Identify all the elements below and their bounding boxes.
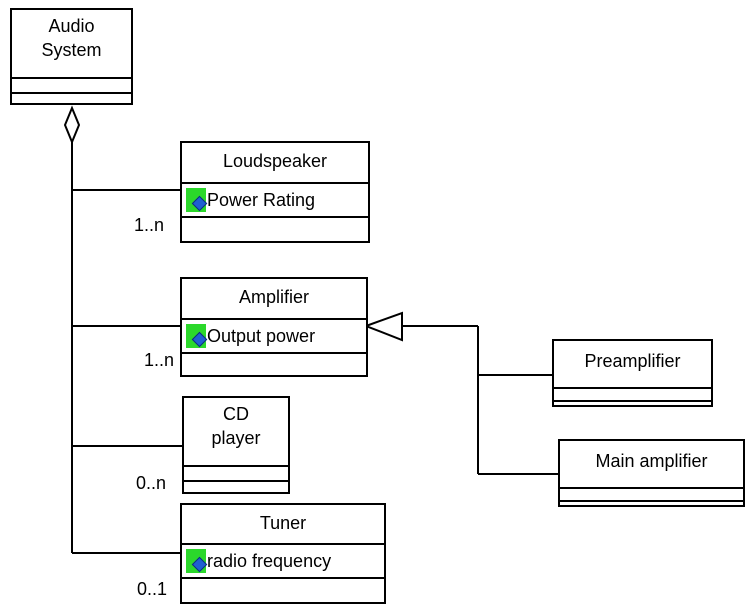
operations-compartment (182, 352, 366, 375)
class-tuner[interactable]: Tuner radio frequency (180, 503, 386, 604)
class-name: Amplifier (238, 287, 309, 307)
attributes-compartment (12, 77, 131, 92)
attribute-icon (186, 549, 206, 573)
attribute-icon (186, 188, 206, 212)
class-name: Loudspeaker (222, 151, 328, 171)
class-name: Main amplifier (595, 451, 708, 471)
multiplicity-tuner: 0..1 (137, 579, 168, 599)
attributes-compartment (184, 465, 288, 480)
attribute-label: radio frequency (207, 551, 332, 571)
operations-compartment (182, 216, 368, 241)
multiplicity-amplifier: 1..n (144, 350, 175, 370)
class-audio-system[interactable]: Audio System (10, 8, 133, 105)
attribute-label: Output power (207, 326, 316, 346)
multiplicity-loudspeaker: 1..n (134, 215, 165, 235)
attribute-row[interactable]: Power Rating (182, 184, 368, 216)
operations-compartment (554, 400, 711, 405)
class-preamplifier[interactable]: Preamplifier (552, 339, 713, 407)
class-name: Tuner (259, 513, 307, 533)
class-amplifier[interactable]: Amplifier Output power (180, 277, 368, 377)
attributes-compartment: Output power (182, 318, 366, 352)
attributes-compartment (560, 487, 743, 500)
class-loudspeaker[interactable]: Loudspeaker Power Rating (180, 141, 370, 243)
attribute-icon (186, 324, 206, 348)
class-name: Preamplifier (584, 351, 681, 371)
class-cd-player[interactable]: CD player (182, 396, 290, 494)
attribute-row[interactable]: radio frequency (182, 545, 384, 577)
aggregation-diamond (63, 105, 81, 145)
attribute-row[interactable]: Output power (182, 320, 366, 352)
attributes-compartment: Power Rating (182, 182, 368, 216)
operations-compartment (12, 92, 131, 103)
operations-compartment (560, 500, 743, 505)
operations-compartment (184, 480, 288, 492)
attribute-label: Power Rating (207, 190, 316, 210)
operations-compartment (182, 577, 384, 602)
attributes-compartment: radio frequency (182, 543, 384, 577)
class-name: CD player (211, 404, 261, 448)
generalization-arrow (363, 311, 403, 342)
class-name: Audio System (41, 16, 102, 60)
class-main-amplifier[interactable]: Main amplifier (558, 439, 745, 507)
multiplicity-cd-player: 0..n (136, 473, 167, 493)
attributes-compartment (554, 387, 711, 400)
